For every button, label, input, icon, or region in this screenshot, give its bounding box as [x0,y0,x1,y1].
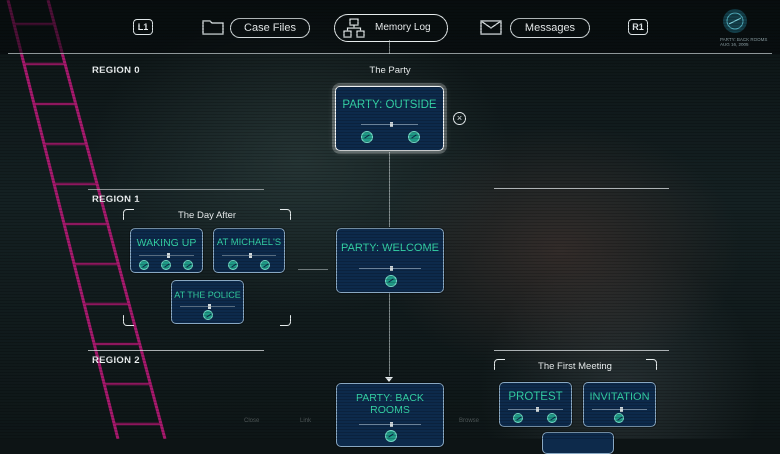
card-slider [180,304,235,309]
memory-card-party-welcome[interactable]: PARTY: WELCOME [336,228,444,293]
memory-card-at-michaels[interactable]: AT MICHAEL'S [213,228,285,273]
current-memory-title: PARTY: BACK ROOMS [720,37,768,42]
memory-card-party-outside[interactable]: PARTY: OUTSIDE [335,86,444,151]
memory-card-protest[interactable]: PROTEST [499,382,572,427]
tab-messages[interactable]: Messages [510,18,590,38]
region-2-rule-right [494,350,669,351]
clue-coin-icon [161,260,171,270]
clue-coin-icon [513,413,523,423]
clue-coin-icon [183,260,193,270]
connector-outside-welcome [389,152,390,227]
card-title: PARTY: OUTSIDE [342,99,437,111]
card-title: WAKING UP [136,237,197,249]
bracket-bottom-right [280,315,291,326]
memory-card-waking-up[interactable]: WAKING UP [130,228,203,273]
hint-close: Close [244,418,260,424]
tab-case-files[interactable]: Case Files [230,18,310,38]
region-0-label: REGION 0 [92,65,140,76]
region-1-rule [88,189,264,190]
card-title: INVITATION [589,391,650,403]
clue-coin-icon [361,131,373,143]
l1-button[interactable]: L1 [133,19,153,35]
tab-connector [389,40,390,54]
tab-memory-log[interactable]: Memory Log [334,14,448,42]
clue-coin-icon [139,260,149,270]
memory-card-party-back-rooms[interactable]: PARTY: BACK ROOMS [336,383,444,447]
top-nav-bar: L1 Case Files Memory Log Messages R1 PAR… [0,0,780,54]
clue-coin-icon [228,260,238,270]
clue-coin-icon [385,275,397,287]
top-divider [8,53,772,54]
connector-day-after [298,269,328,270]
card-slider [359,266,421,271]
card-slider [139,253,194,258]
clue-coin-icon [408,131,420,143]
hint-link: Link [300,418,312,424]
flowchart-icon [343,18,365,38]
bracket-top-left [494,359,505,370]
region-2-rule [88,350,264,351]
region-2-label: REGION 2 [92,355,140,366]
card-slider [592,407,647,412]
card-slider [222,253,276,258]
tab-memory-log-label: Memory Log [375,22,431,33]
clue-coin-icon [547,413,557,423]
r1-button[interactable]: R1 [628,19,648,35]
region-1-rule-right [494,188,669,189]
clue-coin-icon [614,413,624,423]
card-title: AT THE POLICE [174,290,241,300]
group-title-the-party: The Party [369,65,411,76]
card-title: PARTY: WELCOME [340,242,439,254]
clue-coin-icon [260,260,270,270]
bracket-top-right [646,359,657,370]
close-icon[interactable]: × [453,112,466,125]
clue-coin-icon [203,310,213,320]
card-title: AT MICHAEL'S [216,237,282,248]
memory-card-partial[interactable] [542,432,614,454]
card-slider [361,122,418,127]
memory-emblem-icon [723,9,747,33]
bracket-bottom-left [123,315,134,326]
memory-card-invitation[interactable]: INVITATION [583,382,656,427]
current-memory-date: AUG 16, 2005 [720,42,749,47]
card-title: PROTEST [508,391,563,403]
card-slider [359,422,421,427]
card-title: PARTY: BACK ROOMS [356,392,424,416]
memory-card-at-the-police[interactable]: AT THE POLICE [171,280,244,324]
bracket-top-left [123,209,134,220]
bracket-top-right [280,209,291,220]
group-title-the-first-meeting: The First Meeting [538,361,612,372]
envelope-icon [480,20,502,35]
group-title-the-day-after: The Day After [177,210,237,221]
clue-coin-icon [385,430,397,442]
hint-browse: Browse [459,418,480,424]
arrow-down-icon [385,377,393,382]
current-memory-caption: PARTY: BACK ROOMS AUG 16, 2005 [720,37,780,47]
card-slider [508,407,563,412]
folder-icon [202,20,224,35]
region-1-label: REGION 1 [92,194,140,205]
connector-welcome-backrooms [389,292,390,376]
